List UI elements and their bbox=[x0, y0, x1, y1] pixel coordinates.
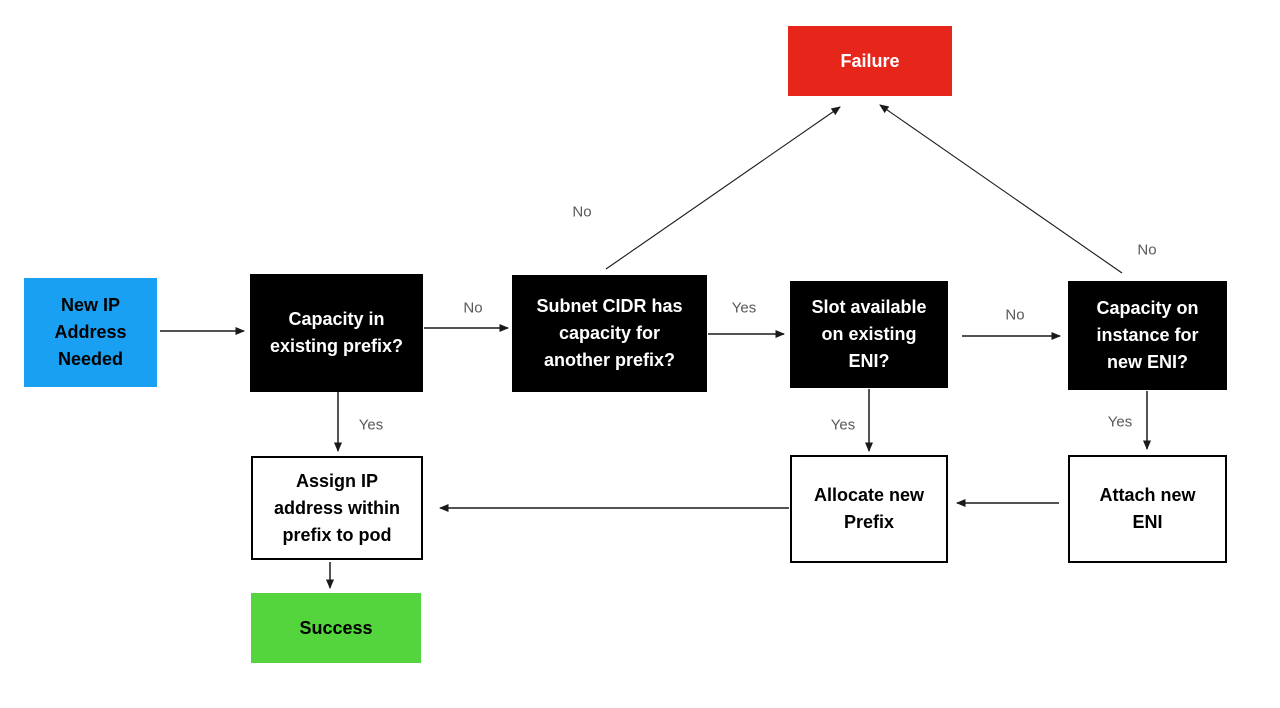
edge-label-yes-subnet-to-slot: Yes bbox=[731, 299, 757, 317]
edge-label-no-cap-to-subnet: No bbox=[463, 299, 483, 317]
node-slot-available-on-existing-eni: Slot available on existing ENI? bbox=[790, 281, 948, 388]
node-failure: Failure bbox=[788, 26, 952, 96]
edge-capnew-to-failure bbox=[879, 104, 1123, 274]
node-attach-new-eni: Attach new ENI bbox=[1068, 455, 1227, 563]
edge-subnet-to-failure bbox=[605, 106, 841, 270]
edge-label-no-slot-to-capnew: No bbox=[1005, 306, 1025, 324]
node-assign-ip-address-within-prefix: Assign IP address within prefix to pod bbox=[251, 456, 423, 560]
edge-label-no-subnet-to-failure: No bbox=[572, 203, 592, 221]
edge-label-no-capnew-to-failure: No bbox=[1137, 241, 1157, 259]
node-capacity-in-existing-prefix: Capacity in existing prefix? bbox=[250, 274, 423, 392]
edge-label-yes-capnew-to-attach: Yes bbox=[1107, 413, 1133, 431]
edge-label-yes-slot-to-alloc: Yes bbox=[830, 416, 856, 434]
node-new-ip-address-needed: New IP Address Needed bbox=[24, 278, 157, 387]
node-success: Success bbox=[251, 593, 421, 663]
edge-label-yes-cap-to-assign: Yes bbox=[358, 416, 384, 434]
node-subnet-cidr-has-capacity: Subnet CIDR has capacity for another pre… bbox=[512, 275, 707, 392]
node-allocate-new-prefix: Allocate new Prefix bbox=[790, 455, 948, 563]
node-capacity-on-instance-for-new-eni: Capacity on instance for new ENI? bbox=[1068, 281, 1227, 390]
